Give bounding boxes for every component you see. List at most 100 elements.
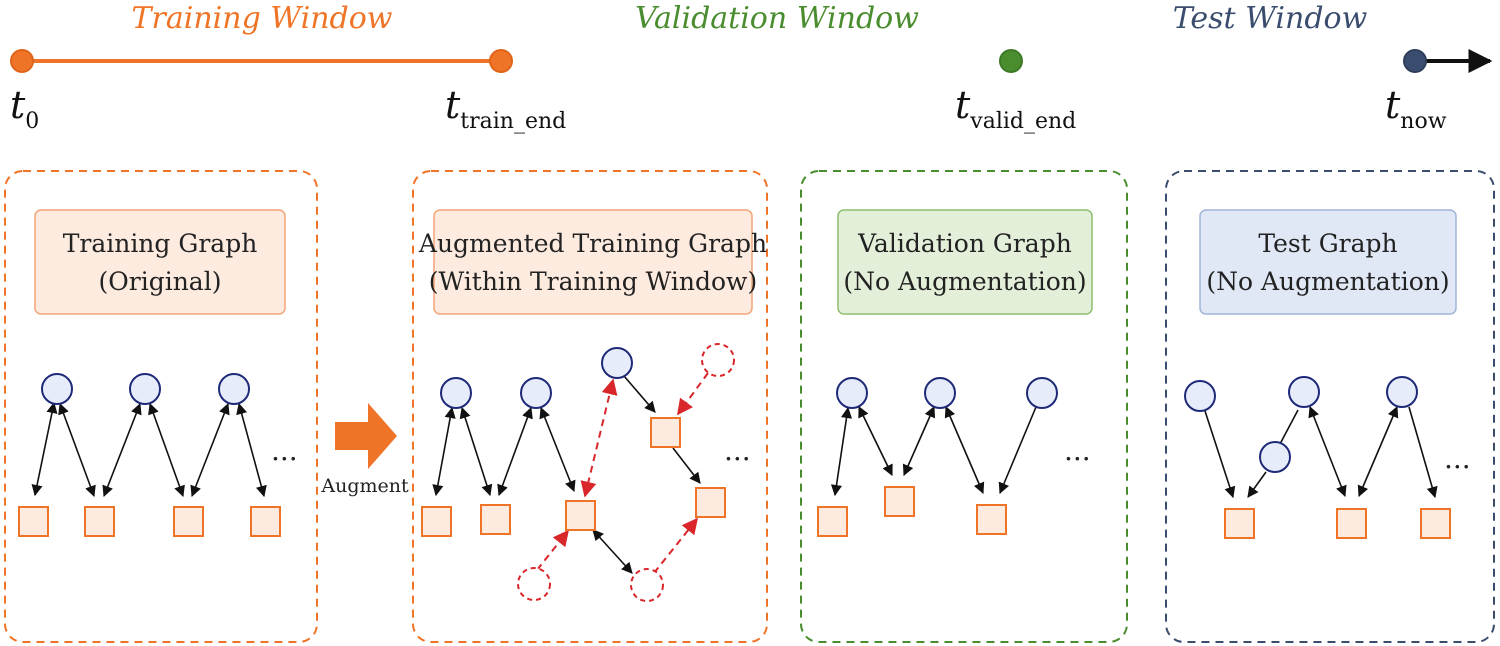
edge: [236, 402, 267, 498]
item-node: [250, 506, 281, 537]
edge: [1279, 409, 1299, 445]
panel-border: [412, 170, 768, 643]
train-end-label: ttrain_end: [445, 83, 566, 134]
panel-title-box: [34, 209, 286, 315]
panel-title: Test Graph: [1258, 229, 1397, 258]
panel-subtitle: (Original): [99, 267, 222, 296]
panel-title: Validation Graph: [857, 229, 1072, 258]
panel-border: [4, 170, 318, 643]
user-node: [41, 373, 73, 405]
user-node: [1259, 441, 1291, 473]
user-node: [1288, 376, 1320, 408]
item-node: [1224, 508, 1255, 539]
valid-end-label: tvalid_end: [955, 83, 1076, 134]
item-node: [421, 506, 452, 537]
panel-subtitle: (No Augmentation): [843, 267, 1086, 296]
edge: [902, 405, 936, 477]
item-node: [173, 506, 204, 537]
edge: [830, 406, 853, 497]
now-marker: [1403, 49, 1427, 73]
edge: [623, 375, 656, 413]
augmented-edge: [580, 378, 618, 498]
training-window-label: Training Window: [132, 1, 393, 36]
edge: [1247, 471, 1267, 498]
user-node: [129, 373, 161, 405]
edge: [432, 406, 456, 497]
edge: [998, 406, 1037, 495]
user-node: [520, 377, 552, 409]
user-node: [218, 373, 250, 405]
panel-title: Augmented Training Graph: [418, 229, 767, 258]
edge: [31, 401, 58, 497]
item-node: [695, 487, 726, 518]
test-window-label: Test Window: [1173, 1, 1368, 36]
item-node: [480, 504, 511, 535]
item-node: [650, 417, 681, 448]
augmented-user-node: [701, 343, 735, 377]
user-node: [924, 377, 956, 409]
augmented-edge: [677, 372, 709, 416]
training-graph-panel: Training Graph (Original) ...: [4, 170, 318, 643]
item-node: [1336, 508, 1367, 539]
ellipsis: ...: [1444, 442, 1471, 475]
edge: [1204, 410, 1236, 499]
user-node: [1026, 377, 1058, 409]
validation-window-label: Validation Window: [635, 1, 919, 36]
now-label: tnow: [1385, 83, 1447, 134]
train-end-marker: [489, 49, 513, 73]
edge: [497, 406, 533, 497]
graph: [1184, 376, 1451, 539]
edge: [1308, 405, 1347, 498]
item-node: [1420, 508, 1451, 539]
edge: [672, 447, 701, 484]
augmented-user-node: [517, 567, 551, 601]
edge: [858, 405, 893, 477]
item-node: [817, 506, 848, 537]
panel-border: [800, 170, 1128, 643]
edge: [58, 402, 96, 498]
panel-title-box: [837, 209, 1093, 315]
edge: [944, 405, 985, 495]
timeline: Training Window Validation Window Test W…: [10, 1, 1493, 134]
panel-title: Training Graph: [63, 229, 258, 258]
user-node: [836, 377, 868, 409]
panel-title-box: [433, 209, 753, 315]
edge: [459, 406, 493, 497]
ellipsis: ...: [724, 434, 751, 467]
edge: [539, 406, 576, 493]
edge: [1408, 406, 1438, 499]
edge: [592, 529, 633, 574]
augmented-user-node: [630, 568, 664, 602]
panel-title-box: [1199, 209, 1457, 315]
augmented-edge: [653, 517, 698, 574]
item-node: [565, 500, 596, 531]
item-node: [84, 506, 115, 537]
item-node: [976, 504, 1007, 535]
graph: [18, 373, 281, 537]
edge: [102, 402, 142, 498]
augment-arrow: Augment: [320, 403, 409, 497]
panel-border: [1165, 170, 1495, 643]
t0-marker: [10, 49, 34, 73]
test-graph-panel: Test Graph (No Augmentation) ...: [1165, 170, 1495, 643]
valid-end-marker: [999, 49, 1023, 73]
augmented-training-graph-panel: Augmented Training Graph (Within Trainin…: [412, 170, 768, 643]
ellipsis: ...: [1064, 434, 1091, 467]
user-node: [440, 377, 472, 409]
user-node: [601, 347, 633, 379]
panel-subtitle: (Within Training Window): [429, 267, 757, 296]
item-node: [18, 506, 49, 537]
augmented-edge: [536, 529, 569, 571]
ellipsis: ...: [271, 434, 298, 467]
edge: [1357, 405, 1399, 498]
item-node: [884, 486, 915, 517]
edge: [148, 402, 185, 498]
validation-graph-panel: Validation Graph (No Augmentation) ...: [800, 170, 1128, 643]
graph: [421, 343, 735, 602]
edge: [190, 402, 230, 498]
graph: [817, 377, 1058, 537]
user-node: [1184, 380, 1216, 412]
user-node: [1386, 376, 1418, 408]
augment-label: Augment: [320, 475, 409, 497]
